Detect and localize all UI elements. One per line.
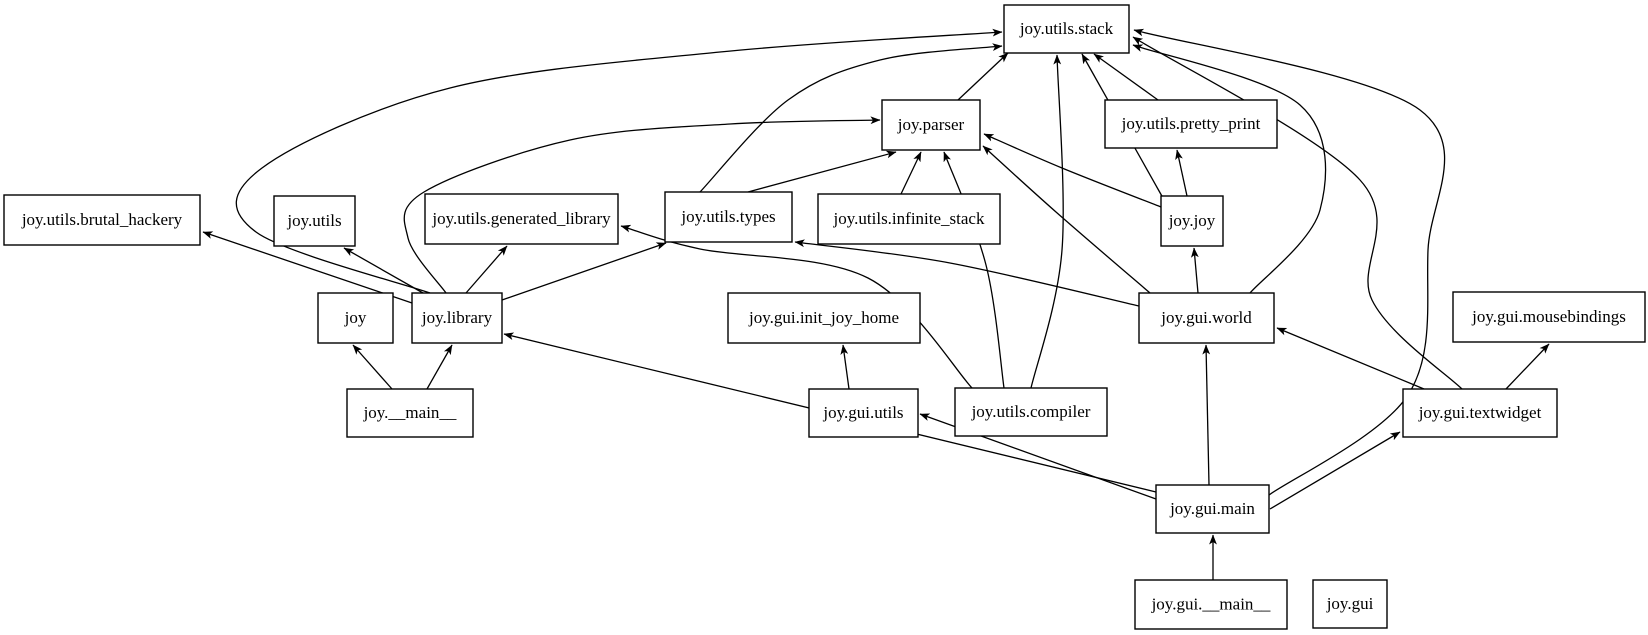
edge-joy-main-to-joy: [352, 344, 393, 390]
node-label-joy-gui-textwidget: joy.gui.textwidget: [1418, 403, 1542, 422]
node-box-joy-utils: [273, 195, 356, 247]
nodes: joy.utils.stack joy.parser joy.utils.prett…: [3, 4, 1646, 630]
edge-joy-gui-textwidget-to-joy-gui-mousebindings: [1505, 343, 1550, 390]
node-box-joy-parser: [881, 99, 981, 151]
edge-joy-library-to-joy-utils-generated-library: [465, 245, 508, 294]
node-joy-utils-types: joy.utils.types: [664, 191, 793, 243]
node-label-joy-utils-generated-library: joy.utils.generated_library: [431, 209, 611, 228]
node-joy-gui-main: joy.gui.main: [1155, 484, 1270, 534]
node-label-joy-utils-pretty-print: joy.utils.pretty_print: [1121, 114, 1261, 133]
edge-joy-utils-types-to-joy-utils-stack: [699, 43, 1003, 193]
node-box-joy-utils-brutal-hackery: [3, 194, 201, 246]
edge-joy-gui-main-to-joy-gui-textwidget: [1269, 431, 1401, 510]
edge-joy-utils-pretty-print-to-joy-utils-stack: [1093, 53, 1159, 101]
node-label-joy-library: joy.library: [421, 308, 493, 327]
node-joy-utils-pretty-print: joy.utils.pretty_print: [1104, 99, 1278, 149]
node-label-joy-utils-infinite-stack: joy.utils.infinite_stack: [833, 209, 985, 228]
edge-joy-parser-to-joy-utils-stack: [957, 52, 1009, 101]
node-box-joy-utils-infinite-stack: [817, 193, 1001, 245]
node-joy-main: joy.__main__: [346, 388, 474, 438]
node-label-joy-utils-stack: joy.utils.stack: [1019, 19, 1114, 38]
node-label-joy-main: joy.__main__: [363, 403, 457, 422]
edge-joy-library-to-joy-utils-stack: [235, 28, 1003, 294]
node-label-joy-utils: joy.utils: [286, 211, 341, 230]
node-box-joy-gui-utils: [808, 388, 919, 438]
node-label-joy: joy: [344, 308, 367, 327]
node-box-joy-main: [346, 388, 474, 438]
node-label-joy-gui-init-joy-home: joy.gui.init_joy_home: [748, 308, 899, 327]
edges: [202, 28, 1550, 580]
node-joy-parser: joy.parser: [881, 99, 981, 151]
edge-joy-gui-world-to-joy-parser: [982, 145, 1151, 294]
edge-joy-gui-utils-to-joy-gui-init-joy-home: [840, 344, 850, 390]
node-joy-utils: joy.utils: [273, 195, 356, 247]
node-joy-gui-mousebindings: joy.gui.mousebindings: [1452, 291, 1646, 343]
node-label-joy-gui-main: joy.gui.main: [1169, 499, 1255, 518]
node-joy-utils-compiler: joy.utils.compiler: [954, 387, 1108, 437]
node-joy: joy: [317, 292, 394, 344]
node-joy-joy: joy.joy: [1160, 195, 1224, 247]
node-label-joy-joy: joy.joy: [1168, 211, 1216, 230]
edge-joy-gui-main-to-joy-utils-stack: [1133, 28, 1446, 496]
node-label-joy-utils-brutal-hackery: joy.utils.brutal_hackery: [21, 210, 183, 229]
node-box-joy-utils-types: [664, 191, 793, 243]
node-joy-gui: joy.gui: [1312, 579, 1388, 629]
node-joy-library: joy.library: [411, 292, 503, 344]
node-box-joy-gui-main: [1155, 484, 1270, 534]
edge-joy-library-to-joy-utils-brutal-hackery: [202, 231, 413, 304]
node-label-joy-utils-compiler: joy.utils.compiler: [971, 402, 1091, 421]
edge-joy-gui-textwidget-to-joy-gui-world: [1276, 327, 1425, 390]
node-label-joy-gui-main: joy.gui.__main__: [1151, 594, 1271, 613]
node-box-joy-gui-textwidget: [1402, 388, 1558, 438]
node-box-joy: [317, 292, 394, 344]
node-box-joy-gui-world: [1138, 292, 1275, 344]
node-box-joy-utils-pretty-print: [1104, 99, 1278, 149]
node-box-joy-gui-main: [1134, 579, 1288, 630]
edge-joy-utils-types-to-joy-parser: [747, 150, 897, 193]
edge-joy-gui-world-to-joy-joy: [1190, 247, 1199, 294]
node-joy-gui-textwidget: joy.gui.textwidget: [1402, 388, 1558, 438]
node-box-joy-utils-compiler: [954, 387, 1108, 437]
edge-joy-gui-world-to-joy-utils-stack: [1132, 44, 1327, 294]
edge-joy-gui-textwidget-to-joy-utils-stack: [1132, 36, 1463, 390]
node-box-joy-gui-mousebindings: [1452, 291, 1646, 343]
node-joy-gui-init-joy-home: joy.gui.init_joy_home: [727, 292, 921, 344]
node-joy-utils-generated-library: joy.utils.generated_library: [424, 193, 619, 245]
node-joy-utils-stack: joy.utils.stack: [1003, 4, 1130, 54]
node-label-joy-utils-types: joy.utils.types: [680, 207, 775, 226]
edge-joy-utils-compiler-to-joy-utils-generated-library: [620, 224, 973, 389]
edge-joy-library-to-joy-parser: [403, 116, 881, 294]
node-label-joy-parser: joy.parser: [897, 115, 965, 134]
node-box-joy-gui: [1312, 579, 1388, 629]
node-box-joy-gui-init-joy-home: [727, 292, 921, 344]
edge-joy-main-to-joy-library: [426, 344, 453, 390]
edge-joy-joy-to-joy-utils-pretty-print: [1175, 149, 1188, 197]
edge-joy-gui-main-to-joy-gui-world: [1202, 344, 1211, 486]
node-label-joy-gui-world: joy.gui.world: [1160, 308, 1252, 327]
edge-joy-library-to-joy-utils: [343, 247, 424, 294]
node-joy-gui-utils: joy.gui.utils: [808, 388, 919, 438]
node-joy-gui-world: joy.gui.world: [1138, 292, 1275, 344]
node-box-joy-library: [411, 292, 503, 344]
node-box-joy-utils-generated-library: [424, 193, 619, 245]
node-box-joy-joy: [1160, 195, 1224, 247]
node-label-joy-gui-utils: joy.gui.utils: [822, 403, 903, 422]
edge-joy-utils-infinite-stack-to-joy-parser: [900, 151, 922, 195]
node-label-joy-gui: joy.gui: [1326, 594, 1374, 613]
node-box-joy-utils-stack: [1003, 4, 1130, 54]
node-joy-utils-infinite-stack: joy.utils.infinite_stack: [817, 193, 1001, 245]
edge-joy-gui-world-to-joy-utils-types: [794, 239, 1140, 307]
node-joy-utils-brutal-hackery: joy.utils.brutal_hackery: [3, 194, 201, 246]
node-joy-gui-main: joy.gui.__main__: [1134, 579, 1288, 630]
edge-joy-library-to-joy-utils-types: [501, 242, 667, 301]
edge-joy-utils-compiler-to-joy-parser: [943, 151, 1005, 389]
edge-joy-utils-compiler-to-joy-utils-stack: [1030, 54, 1064, 389]
node-label-joy-gui-mousebindings: joy.gui.mousebindings: [1471, 307, 1626, 326]
